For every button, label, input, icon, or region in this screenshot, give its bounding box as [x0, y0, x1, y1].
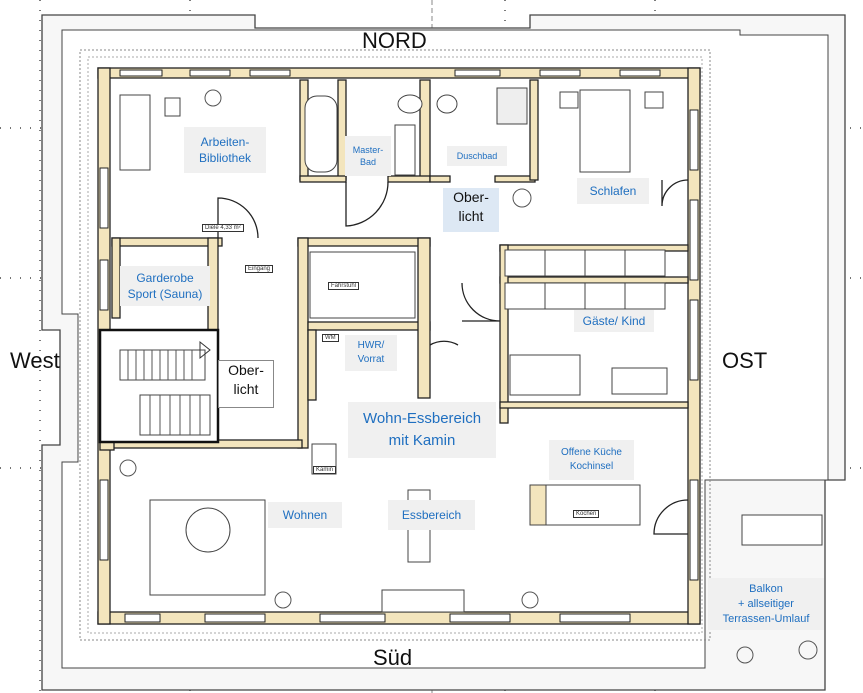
room-label-hwr: HWR/ Vorrat [345, 335, 397, 371]
tag-kochen: Kochen [573, 510, 600, 518]
tag-diele: Diele 4,33 m² [202, 224, 244, 232]
tag-eingang: Eingang [245, 265, 274, 273]
tag-kamin: Kamin [313, 466, 337, 474]
skylight-label-stairs: Ober- licht [218, 360, 274, 408]
compass-north: NORD [362, 28, 427, 53]
room-label-arbeiten: Arbeiten- Bibliothek [184, 127, 266, 173]
room-label-garderobe: Garderobe Sport (Sauna) [120, 266, 210, 306]
compass-south: Süd [373, 645, 413, 670]
room-label-gaeste: Gäste/ Kind [574, 310, 654, 332]
room-label-schlafen: Schlafen [577, 178, 649, 204]
tag-wm: WM [322, 334, 339, 342]
skylight-label-east: Ober- licht [443, 188, 499, 232]
room-label-essbereich: Essbereich [388, 500, 475, 530]
compass-east: OST [722, 348, 768, 373]
room-label-wohn-ess: Wohn-Essbereich mit Kamin [348, 402, 496, 458]
room-label-wohnen: Wohnen [268, 502, 342, 528]
room-label-master-bad: Master- Bad [345, 136, 391, 176]
staircase [98, 328, 220, 444]
compass-west: West [10, 348, 60, 373]
door-swings [217, 179, 689, 535]
furniture [119, 87, 823, 664]
room-label-kueche: Offene Küche Kochinsel [549, 440, 634, 480]
room-label-balkon: Balkon + allseitiger Terrassen-Umlauf [708, 578, 824, 630]
room-label-duschbad: Duschbad [447, 146, 507, 166]
tag-fahrstuhl: Fahrstuhl [328, 282, 360, 290]
